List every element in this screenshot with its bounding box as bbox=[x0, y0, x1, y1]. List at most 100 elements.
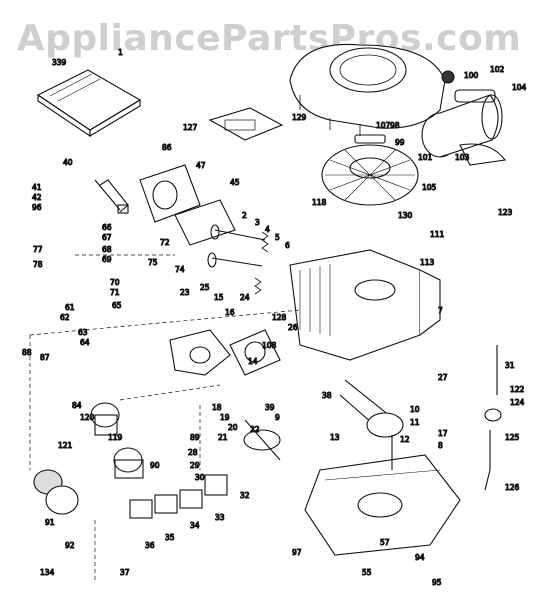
camshaft bbox=[243, 419, 281, 461]
callout: 123 bbox=[498, 208, 513, 217]
carburetor bbox=[169, 329, 281, 376]
callout: 70 bbox=[110, 278, 120, 287]
callout: 121 bbox=[58, 441, 73, 450]
callout: 75 bbox=[148, 258, 158, 267]
callout: 13 bbox=[330, 433, 340, 442]
callout: 39 bbox=[265, 403, 275, 412]
callout: 98 bbox=[390, 121, 400, 130]
callout: 45 bbox=[230, 178, 240, 187]
cylinder-block bbox=[289, 249, 441, 361]
callout: 26 bbox=[288, 323, 298, 332]
callout: 21 bbox=[218, 433, 228, 442]
callout: 42 bbox=[32, 193, 42, 202]
callout: 77 bbox=[33, 245, 43, 254]
callout: 84 bbox=[72, 401, 82, 410]
callout: 1 bbox=[118, 48, 123, 57]
callout: 134 bbox=[40, 568, 55, 577]
callout: 71 bbox=[110, 288, 120, 297]
callout: 47 bbox=[196, 161, 206, 170]
flywheel bbox=[321, 134, 419, 206]
callout: 25 bbox=[200, 283, 210, 292]
callout: 95 bbox=[432, 578, 442, 587]
callout: 5 bbox=[275, 233, 280, 242]
callout: 126 bbox=[505, 483, 520, 492]
dipstick bbox=[484, 345, 502, 491]
operators-manual bbox=[36, 69, 142, 138]
callout: 14 bbox=[248, 357, 258, 366]
callout: 104 bbox=[512, 83, 527, 92]
callout: 89 bbox=[190, 433, 200, 442]
callout: 34 bbox=[190, 521, 200, 530]
callout: 35 bbox=[165, 533, 175, 542]
callout: 15 bbox=[214, 293, 224, 302]
callout: 31 bbox=[505, 361, 515, 370]
fuel-components bbox=[33, 402, 144, 515]
callout: 122 bbox=[510, 385, 525, 394]
crankshaft bbox=[339, 379, 404, 470]
callout: 63 bbox=[78, 328, 88, 337]
callout: 7 bbox=[438, 306, 443, 315]
callout: 3 bbox=[255, 218, 260, 227]
callout: 11 bbox=[410, 418, 420, 427]
callout: 94 bbox=[415, 553, 425, 562]
callout: 6 bbox=[285, 241, 290, 250]
callout: 55 bbox=[362, 568, 372, 577]
callout: 8 bbox=[438, 441, 443, 450]
callout: 22 bbox=[250, 425, 260, 434]
callout: 29 bbox=[190, 461, 200, 470]
callout-labels: 339 1 100 102 104 107 98 129 127 99 101 … bbox=[21, 47, 527, 587]
callout: 32 bbox=[240, 491, 250, 500]
callout: 118 bbox=[312, 198, 327, 207]
callout: 90 bbox=[150, 461, 160, 470]
callout: 23 bbox=[180, 288, 190, 297]
callout: 27 bbox=[438, 373, 448, 382]
blower-housing bbox=[289, 43, 455, 136]
callout: 57 bbox=[380, 538, 390, 547]
callout: 40 bbox=[63, 158, 73, 167]
callout: 125 bbox=[505, 433, 520, 442]
callout: 111 bbox=[430, 230, 445, 239]
callout: 16 bbox=[225, 308, 235, 317]
callout: 86 bbox=[162, 143, 172, 152]
callout: 17 bbox=[438, 429, 448, 438]
callout: 102 bbox=[490, 65, 505, 74]
callout: 65 bbox=[112, 301, 122, 310]
callout: 128 bbox=[272, 313, 287, 322]
callout: 12 bbox=[400, 435, 410, 444]
callout: 37 bbox=[120, 568, 130, 577]
callout: 78 bbox=[33, 260, 43, 269]
callout: 62 bbox=[60, 313, 70, 322]
callout: 2 bbox=[242, 211, 247, 220]
spark-plug bbox=[94, 179, 129, 214]
callout: 38 bbox=[322, 391, 332, 400]
callout: 113 bbox=[420, 258, 435, 267]
air-cleaner bbox=[139, 107, 284, 246]
callout: 61 bbox=[65, 303, 75, 312]
callout: 41 bbox=[32, 183, 42, 192]
callout: 97 bbox=[292, 548, 302, 557]
callout: 33 bbox=[215, 513, 225, 522]
callout: 68 bbox=[102, 245, 112, 254]
callout: 74 bbox=[175, 265, 185, 274]
callout: 107 bbox=[376, 121, 391, 130]
callout: 67 bbox=[102, 233, 112, 242]
callout: 129 bbox=[292, 113, 307, 122]
callout: 120 bbox=[80, 413, 95, 422]
callout: 4 bbox=[265, 225, 270, 234]
muffler bbox=[421, 89, 506, 166]
callout: 36 bbox=[145, 541, 155, 550]
callout: 124 bbox=[510, 398, 525, 407]
callout: 20 bbox=[228, 423, 238, 432]
callout: 72 bbox=[160, 238, 170, 247]
callout: 127 bbox=[183, 123, 198, 132]
callout: 9 bbox=[275, 413, 280, 422]
callout: 99 bbox=[395, 138, 405, 147]
callout: 30 bbox=[195, 473, 205, 482]
callout: 24 bbox=[240, 293, 250, 302]
callout: 91 bbox=[45, 518, 55, 527]
callout: 105 bbox=[422, 183, 437, 192]
callout: 18 bbox=[212, 403, 222, 412]
callout: 130 bbox=[398, 211, 413, 220]
callout: 87 bbox=[40, 353, 50, 362]
